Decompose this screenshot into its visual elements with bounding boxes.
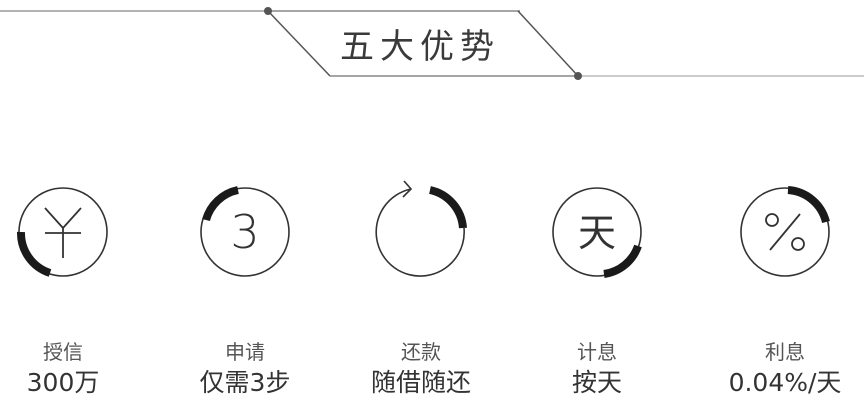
day-icon: 天 (552, 187, 642, 278)
percent-icon (740, 186, 830, 277)
feature-value: 随借随还 (370, 368, 471, 397)
yen-icon (16, 187, 108, 277)
header-line-slant-right (517, 10, 579, 77)
feature-apply: 3 申请 仅需3步 (170, 0, 320, 409)
feature-label: 利息 (765, 340, 805, 364)
section-title: 五大优势 (340, 27, 500, 67)
refresh-icon (375, 180, 467, 277)
feature-label: 还款 (401, 340, 441, 364)
feature-label: 授信 (43, 340, 83, 364)
feature-label: 计息 (577, 340, 617, 364)
feature-repay: 还款 随借随还 (346, 0, 496, 409)
feature-value: 仅需3步 (199, 368, 291, 397)
feature-value: 按天 (571, 368, 622, 397)
feature-credit: 授信 300万 (0, 0, 138, 409)
svg-text:3: 3 (230, 205, 259, 259)
header-decoration (0, 7, 864, 80)
feature-interest-calc: 天 计息 按天 (522, 0, 672, 409)
feature-label: 申请 (225, 340, 265, 364)
svg-text:天: 天 (578, 211, 616, 255)
feature-interest: 利息 0.04%/天 (710, 0, 860, 409)
feature-value: 300万 (26, 368, 100, 397)
feature-value: 0.04%/天 (728, 368, 842, 397)
header-line-slant-left (267, 10, 331, 77)
number-3-icon: 3 (200, 186, 290, 277)
header-dot-left (264, 7, 272, 15)
header-dot-right (574, 72, 582, 80)
